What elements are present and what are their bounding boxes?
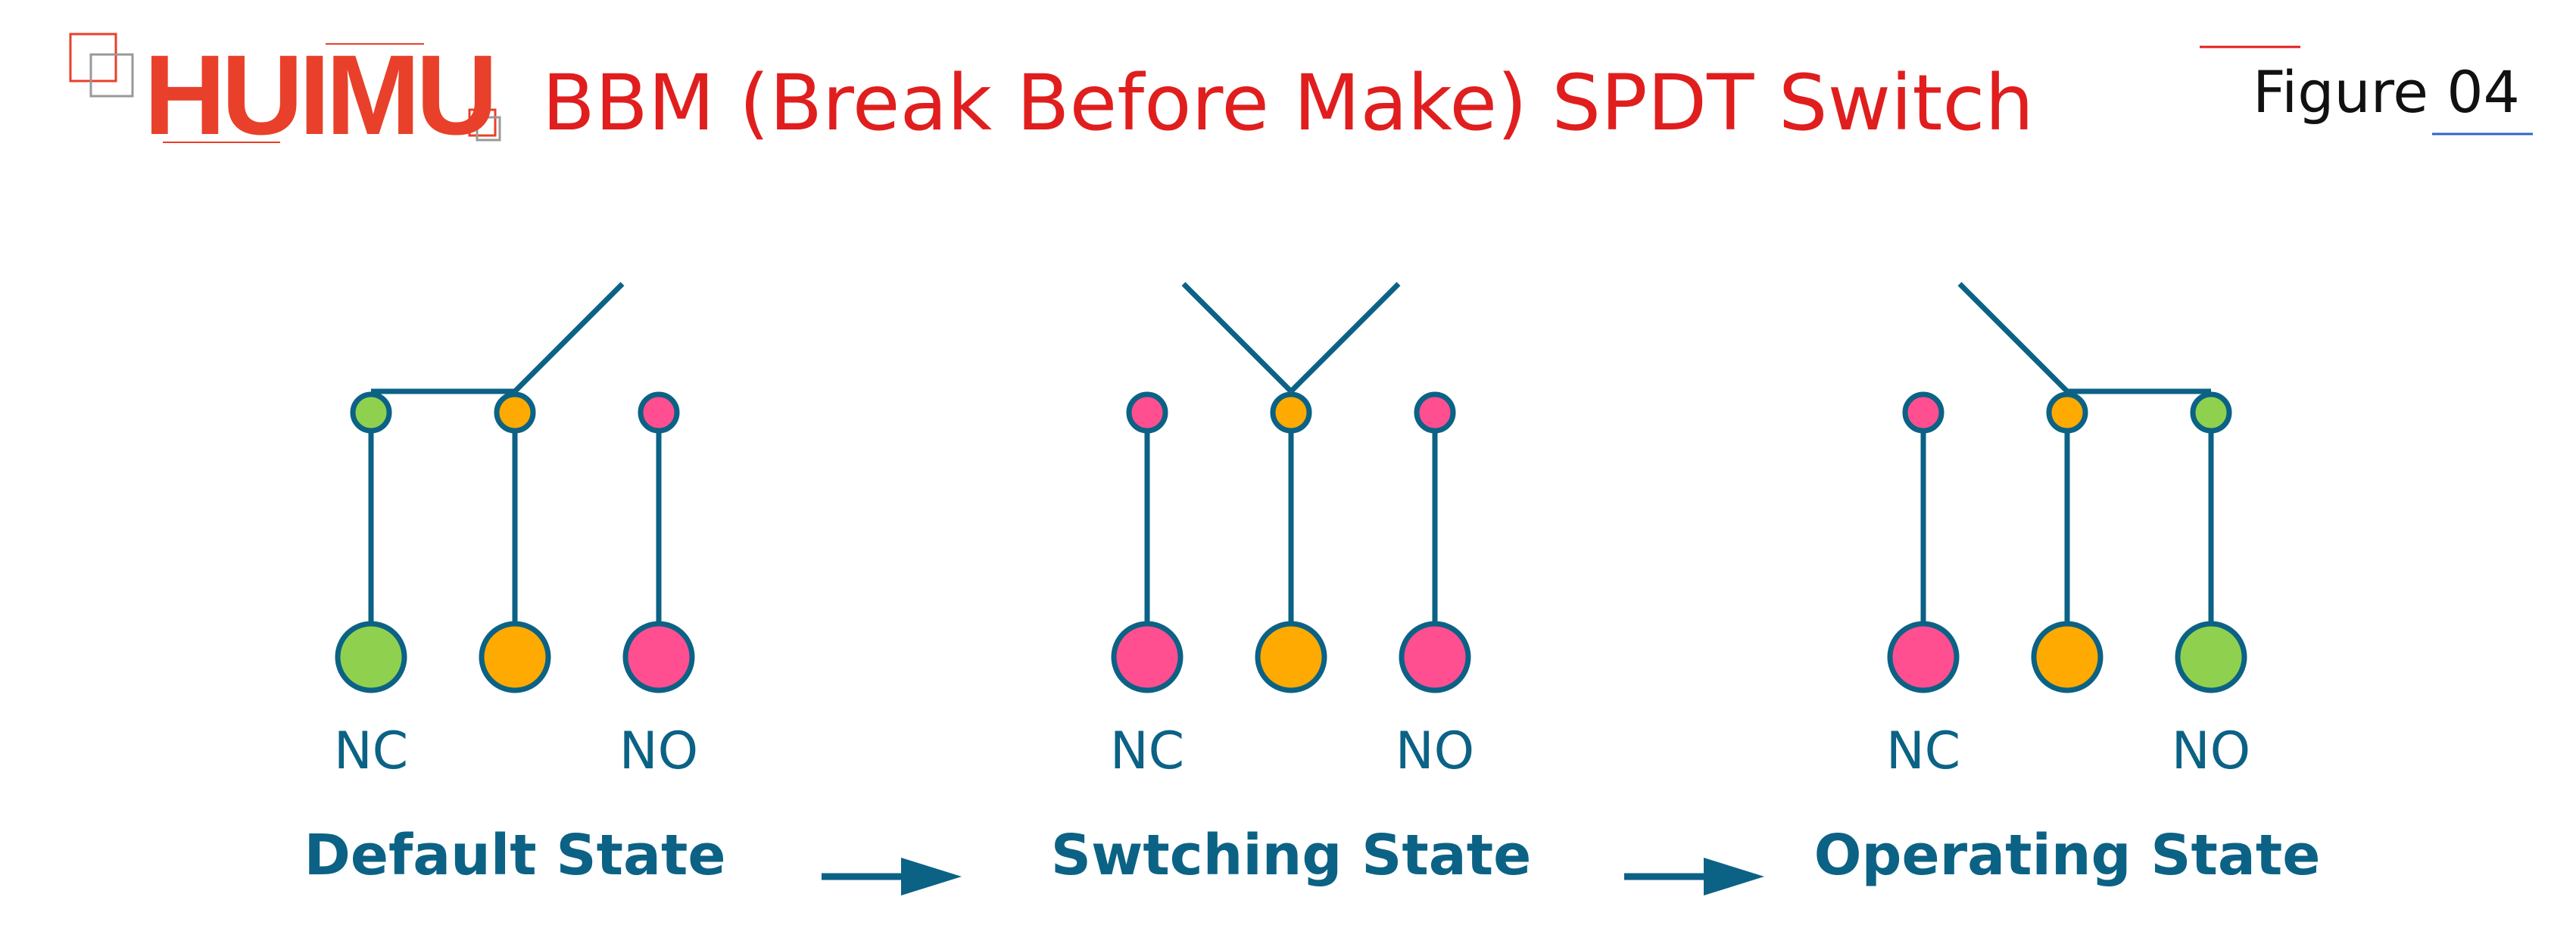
logo-squares-icon xyxy=(69,33,501,143)
contact-node xyxy=(1414,391,1456,434)
terminal-node xyxy=(622,621,695,693)
switch-lever xyxy=(1957,282,2069,394)
switch-panel: NC NO Default State xyxy=(304,282,726,888)
arrow-head xyxy=(1704,858,1764,895)
terminal-node xyxy=(1111,621,1184,693)
state-caption: Operating State xyxy=(1814,823,2321,888)
no-label: NO xyxy=(1396,721,1474,781)
arrow-right-icon xyxy=(1624,858,1764,895)
contact-node xyxy=(2190,391,2232,434)
terminal-node xyxy=(1255,621,1327,693)
figure-label: Figure 04 xyxy=(2253,58,2520,126)
switch-panel: NC NO Swtching State xyxy=(1051,282,1532,888)
switch-lever xyxy=(1289,282,1401,394)
contact-node xyxy=(1126,391,1168,434)
terminal-node xyxy=(1399,621,1471,693)
page-title: BBM (Break Before Make) SPDT Switch xyxy=(541,58,2035,148)
contact-node xyxy=(1902,391,1944,434)
state-caption: Swtching State xyxy=(1051,823,1532,888)
figure-label-decoration xyxy=(2200,45,2533,135)
contact-node xyxy=(2046,391,2088,434)
contact-node xyxy=(494,391,536,434)
no-label: NO xyxy=(619,721,698,781)
nc-label: NC xyxy=(1886,721,1960,781)
terminal-node xyxy=(2031,621,2104,693)
switch-lever xyxy=(513,282,625,394)
terminal-node xyxy=(335,621,407,693)
contact-node xyxy=(1270,391,1312,434)
terminal-node xyxy=(479,621,551,693)
no-label: NO xyxy=(2172,721,2250,781)
state-caption: Default State xyxy=(304,823,725,888)
terminal-node xyxy=(1887,621,1960,693)
nc-label: NC xyxy=(334,721,408,781)
switch-lever xyxy=(1181,282,1293,394)
terminal-node xyxy=(2175,621,2247,693)
nc-label: NC xyxy=(1110,721,1184,781)
brand-logo-text: HUIMU xyxy=(144,31,498,158)
contact-node xyxy=(350,391,392,434)
contact-node xyxy=(638,391,680,434)
switch-panel: NC NO Operating State xyxy=(1814,282,2321,888)
arrow-right-icon xyxy=(822,858,962,895)
arrow-head xyxy=(901,858,962,895)
